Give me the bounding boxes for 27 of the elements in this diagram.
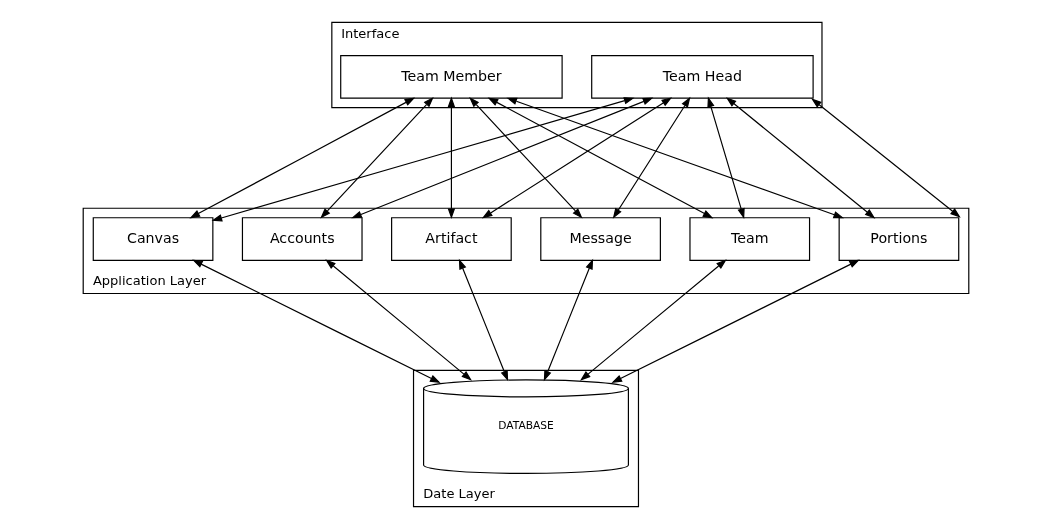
arrow <box>612 96 691 219</box>
node-box: Artifact <box>391 217 512 261</box>
node-box: Portions <box>838 217 960 261</box>
node-box: Canvas <box>92 217 214 261</box>
arrow <box>487 97 714 219</box>
arrow <box>458 258 509 382</box>
arrow <box>811 98 961 218</box>
arrow <box>543 258 594 382</box>
arrow <box>580 259 727 381</box>
arrow <box>611 259 860 384</box>
arrow <box>351 97 654 219</box>
arrow <box>707 96 745 219</box>
arrow <box>211 97 635 222</box>
arrow <box>325 259 472 381</box>
arrow <box>189 97 416 219</box>
node-box: Team Member <box>340 54 563 99</box>
node-box: Accounts <box>241 217 363 261</box>
arrow <box>192 259 441 384</box>
arrow <box>447 96 456 220</box>
arrow <box>506 97 845 219</box>
node-box: Team Head <box>591 54 814 99</box>
arrow <box>481 97 673 219</box>
node-box: Team <box>689 217 811 261</box>
arrow <box>320 96 434 219</box>
arrow <box>725 97 876 219</box>
node-box: Message <box>540 217 661 261</box>
arrow <box>469 96 583 219</box>
